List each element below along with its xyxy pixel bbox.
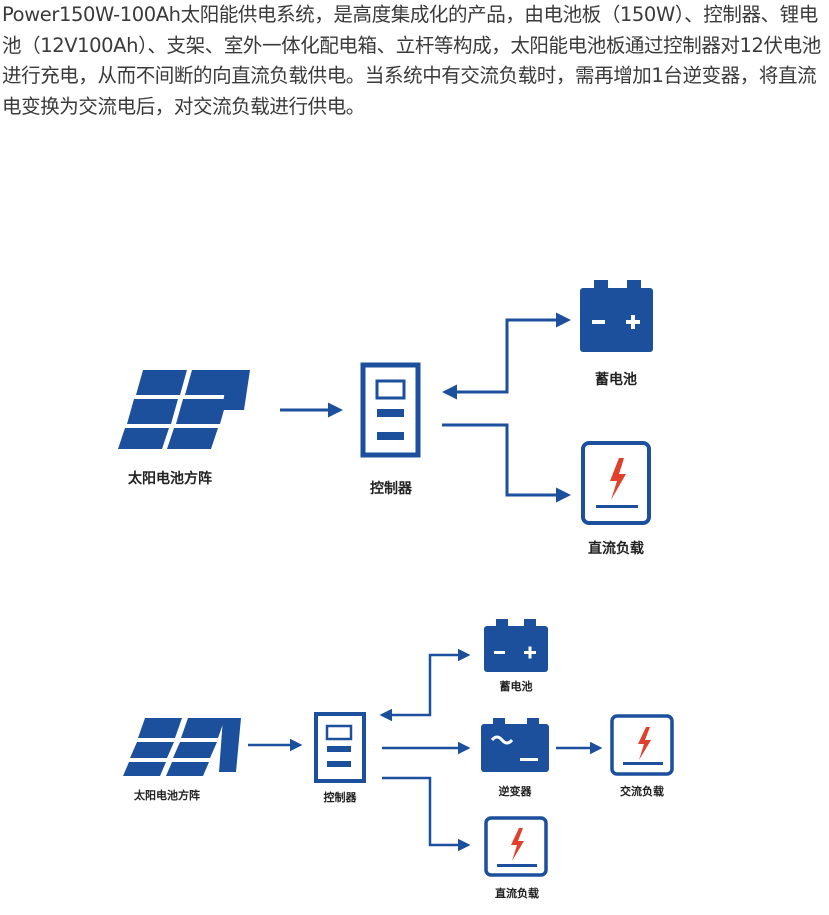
battery-label: 蓄电池: [595, 371, 637, 388]
inverter-label: 逆变器: [499, 784, 533, 798]
controller-label: 控制器: [324, 790, 358, 804]
dc-load-icon: [484, 816, 548, 877]
solar-panel-icon: [118, 370, 250, 449]
diagram-ac: 太阳电池方阵 控制器 蓄电池: [123, 619, 674, 900]
diagram-dc: 太阳电池方阵 控制器 蓄电池 直流: [118, 280, 653, 557]
ac-load-icon: [610, 714, 674, 776]
solar-array-label: 太阳电池方阵: [128, 470, 212, 487]
solar-panel-icon: [123, 718, 241, 776]
ac-load-label: 交流负载: [620, 784, 664, 798]
controller-label: 控制器: [370, 480, 413, 497]
controller-icon: [314, 712, 366, 783]
battery-label: 蓄电池: [500, 679, 533, 693]
dc-load-label: 直流负载: [495, 886, 539, 900]
arrow-controller-battery: [442, 312, 571, 400]
dc-load-icon: [581, 441, 651, 525]
inverter-icon: [481, 718, 549, 772]
solar-array-label: 太阳电池方阵: [133, 788, 200, 802]
arrow-controller-to-dc-load: [382, 776, 471, 852]
battery-icon: [580, 280, 653, 352]
intro-paragraph: Power150W-100Ah太阳能供电系统，是高度集成化的产品，由电池板（15…: [2, 3, 821, 118]
controller-icon: [360, 362, 421, 458]
battery-icon: [484, 619, 548, 672]
dc-load-label: 直流负载: [588, 540, 644, 557]
arrow-controller-battery: [379, 648, 471, 722]
arrow-controller-to-dc-load: [442, 423, 571, 503]
